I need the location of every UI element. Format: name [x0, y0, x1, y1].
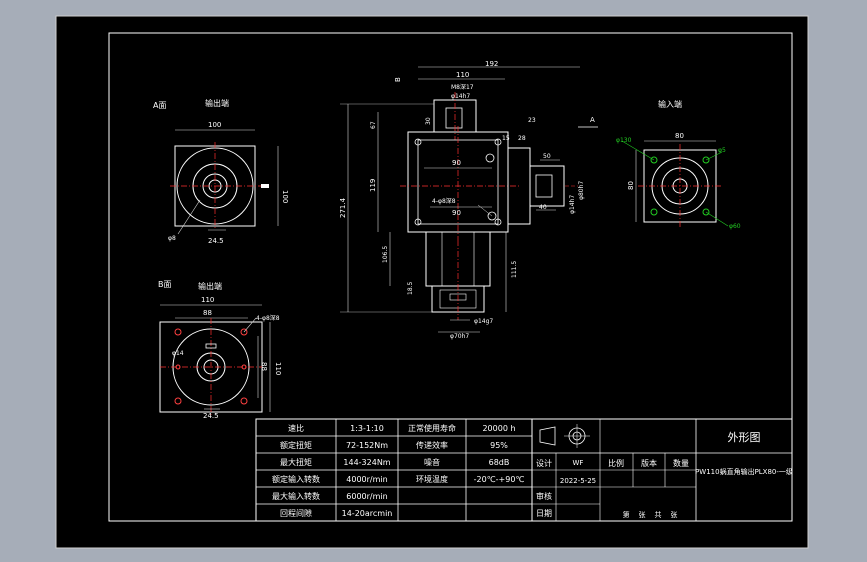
spec-table: 速比 1:3-1:10 正常使用寿命 20000 h 额定扭矩 72-152Nm… [255, 418, 533, 522]
main-dim-flange: 15 [502, 135, 510, 142]
design-label: 设计 [536, 458, 552, 468]
b-view-dim-top: 110 [201, 296, 214, 304]
main-dim-side-b: B [394, 77, 402, 82]
b-view-leader: 4-φ8深8 [256, 314, 280, 322]
drawing-canvas [55, 15, 809, 549]
spec-row-1-value2: 95% [490, 441, 508, 450]
a-view-title-right: 输出端 [205, 98, 229, 108]
date-value: 2022-5-25 [560, 477, 596, 485]
main-dim-pitch: M8深17 [451, 83, 474, 91]
main-dim-center-b: 90 [452, 209, 461, 217]
main-dim-center: 90 [452, 159, 461, 167]
a-view-title-left: A面 [153, 101, 166, 110]
main-dim-shaft-a: 30 [425, 117, 432, 125]
spec-row-2-key: 最大扭矩 [280, 457, 312, 467]
input-view-hole-br [702, 208, 710, 216]
spec-row-3-value2: -20℃-+90℃ [474, 475, 525, 484]
ratio-label: 比例 [608, 458, 624, 468]
part-name: PW110蜗直角输出PLX80-一级 [695, 467, 793, 476]
sheet-text: 第 张 共 张 [623, 510, 678, 519]
projection-symbol-icon [539, 424, 590, 448]
spec-row-1-key2: 传递效率 [416, 440, 448, 450]
spec-row-3-key: 额定输入转数 [272, 474, 320, 484]
title-block: 外形图 PW110蜗直角输出PLX80-一级 设计 WF 2022-5-25 审… [531, 418, 793, 522]
input-view-leader-bottom: φ60 [729, 223, 741, 230]
spec-row-0-value2: 20000 h [482, 424, 515, 433]
date-label: 日期 [536, 509, 552, 518]
b-view-dim-top2: 88 [203, 309, 212, 317]
input-view-leader-left: φ130 [616, 137, 632, 144]
main-dim-shaft-b: 23 [528, 117, 536, 124]
b-view: B面 输出端 110 88 4-φ8深8 φ14 110 88 24.5 [158, 280, 282, 420]
input-view-hole-tl [650, 156, 658, 164]
main-dim-key: 50 [543, 153, 551, 160]
main-dim-bottom: φ70h7 [450, 333, 469, 340]
b-view-hole-tl [174, 328, 182, 336]
input-view-hole-bl [650, 208, 658, 216]
a-view-dim-bottom: 24.5 [208, 237, 224, 245]
main-dim-left-height: 271.4 [339, 197, 347, 218]
design-value: WF [573, 459, 584, 467]
main-dim-small: 18.5 [407, 281, 414, 295]
input-view-dim-top: 80 [675, 132, 684, 140]
a-view-dim-right: 100 [281, 190, 289, 203]
spec-row-3-key2: 环境温度 [416, 474, 448, 484]
input-view-title: 输入端 [658, 99, 682, 109]
main-dim-pitch2: φ14h7 [451, 93, 470, 100]
b-view-hole-br [240, 397, 248, 405]
main-dim-bore2: φ14h7 [569, 195, 576, 214]
review-label: 审核 [536, 491, 552, 501]
main-dim-hole-note: 4-φ8深8 [432, 197, 456, 205]
main-view: 192 110 M8深17 φ14h7 B A 30 23 90 90 4-φ8… [339, 60, 598, 340]
main-dim-left-top: 67 [370, 121, 377, 129]
spec-row-4-value: 6000r/min [346, 492, 387, 501]
input-view-dim-left: 80 [627, 181, 635, 190]
spec-row-5-value: 14-20arcmin [342, 509, 393, 518]
spec-row-3-value: 4000r/min [346, 475, 387, 484]
input-view-hole-tr [702, 156, 710, 164]
drawing-title: 外形图 [728, 431, 761, 444]
qty-label: 数量 [673, 458, 689, 468]
input-view-leader-right: φ5 [718, 147, 726, 154]
main-dim-side-a: A [590, 116, 595, 124]
spec-row-1-key: 额定扭矩 [280, 440, 312, 450]
spec-row-4-key: 最大输入转数 [272, 491, 320, 501]
main-dim-top-overall: 192 [485, 60, 498, 68]
spec-row-2-value: 144-324Nm [343, 458, 390, 467]
spec-row-0-key2: 正常使用寿命 [408, 423, 456, 433]
main-dim-left-low: 106.5 [382, 246, 389, 263]
b-view-hole-tr [240, 328, 248, 336]
main-dim-bottom2: φ14g7 [474, 318, 493, 325]
main-dim-bore: φ80h7 [578, 181, 585, 200]
main-dim-right-low: 111.5 [511, 261, 518, 278]
main-dim-flange2: 28 [518, 135, 526, 142]
b-view-dim-right2: 88 [260, 362, 268, 371]
spec-row-0-key: 速比 [288, 423, 304, 433]
main-dim-key2: 40 [539, 204, 547, 211]
b-view-dim-bottom: 24.5 [203, 412, 219, 420]
spec-row-1-value: 72-152Nm [346, 441, 388, 450]
spec-row-5-key: 回程间隙 [280, 508, 312, 518]
spec-row-2-value2: 68dB [489, 458, 510, 467]
input-view: 输入端 80 φ130 φ5 φ60 80 [616, 99, 741, 230]
spec-row-2-key2: 噪音 [424, 457, 440, 467]
b-view-title-right: 输出端 [198, 281, 222, 291]
b-view-leader2: φ14 [172, 350, 184, 357]
a-view-dim-top: 100 [208, 121, 221, 129]
b-view-hole-bl [174, 397, 182, 405]
b-view-title-left: B面 [158, 280, 172, 289]
spec-row-0-value: 1:3-1:10 [350, 424, 384, 433]
a-view: A面 输出端 100 100 φ8 24.5 [153, 98, 289, 245]
main-dim-top: 110 [456, 71, 469, 79]
main-dim-left-mid: 119 [369, 179, 377, 192]
version-label: 版本 [641, 458, 657, 468]
a-view-leader: φ8 [168, 235, 176, 242]
b-view-dim-right: 110 [274, 362, 282, 375]
